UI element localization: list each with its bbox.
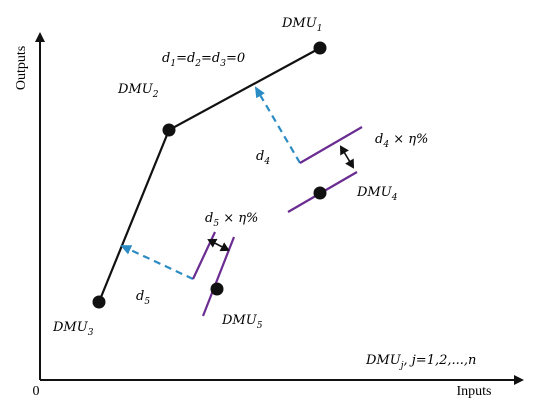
d4-eta-label: d4 × η% [375,132,428,150]
dmu4-point [313,186,327,200]
d-equal-zero-label: d1=d2=d3=0 [162,51,245,69]
d4-label: d4 [256,149,270,167]
dmu4-label: DMU4 [356,185,398,203]
projection-arrow-dmu4 [254,86,301,164]
dmu2-point [162,123,176,137]
dmu5-point [210,282,224,296]
dmu5-label: DMU5 [221,313,263,331]
origin-label: 0 [33,384,40,399]
dmu3-point [92,295,106,309]
dmu1-label: DMU1 [281,16,322,34]
margin-arrow-dmu4 [339,145,355,169]
margin-arrow-dmu5 [207,238,230,252]
d5-eta-label: d5 × η% [205,211,258,229]
bracket-line-dmu5-left [192,231,216,280]
bracket-line-dmu4-upper [299,126,363,164]
x-axis-label: Inputs [457,384,492,399]
d5-label: d5 [136,289,150,307]
y-axis-label: Outputs [14,46,29,90]
dmu3-label: DMU3 [52,320,94,338]
dmu-j-label: DMUj, j=1,2,...,n [365,353,476,371]
dmu2-label: DMU2 [117,82,159,100]
projection-arrow-dmu5 [120,245,194,280]
dmu1-point [313,41,327,55]
